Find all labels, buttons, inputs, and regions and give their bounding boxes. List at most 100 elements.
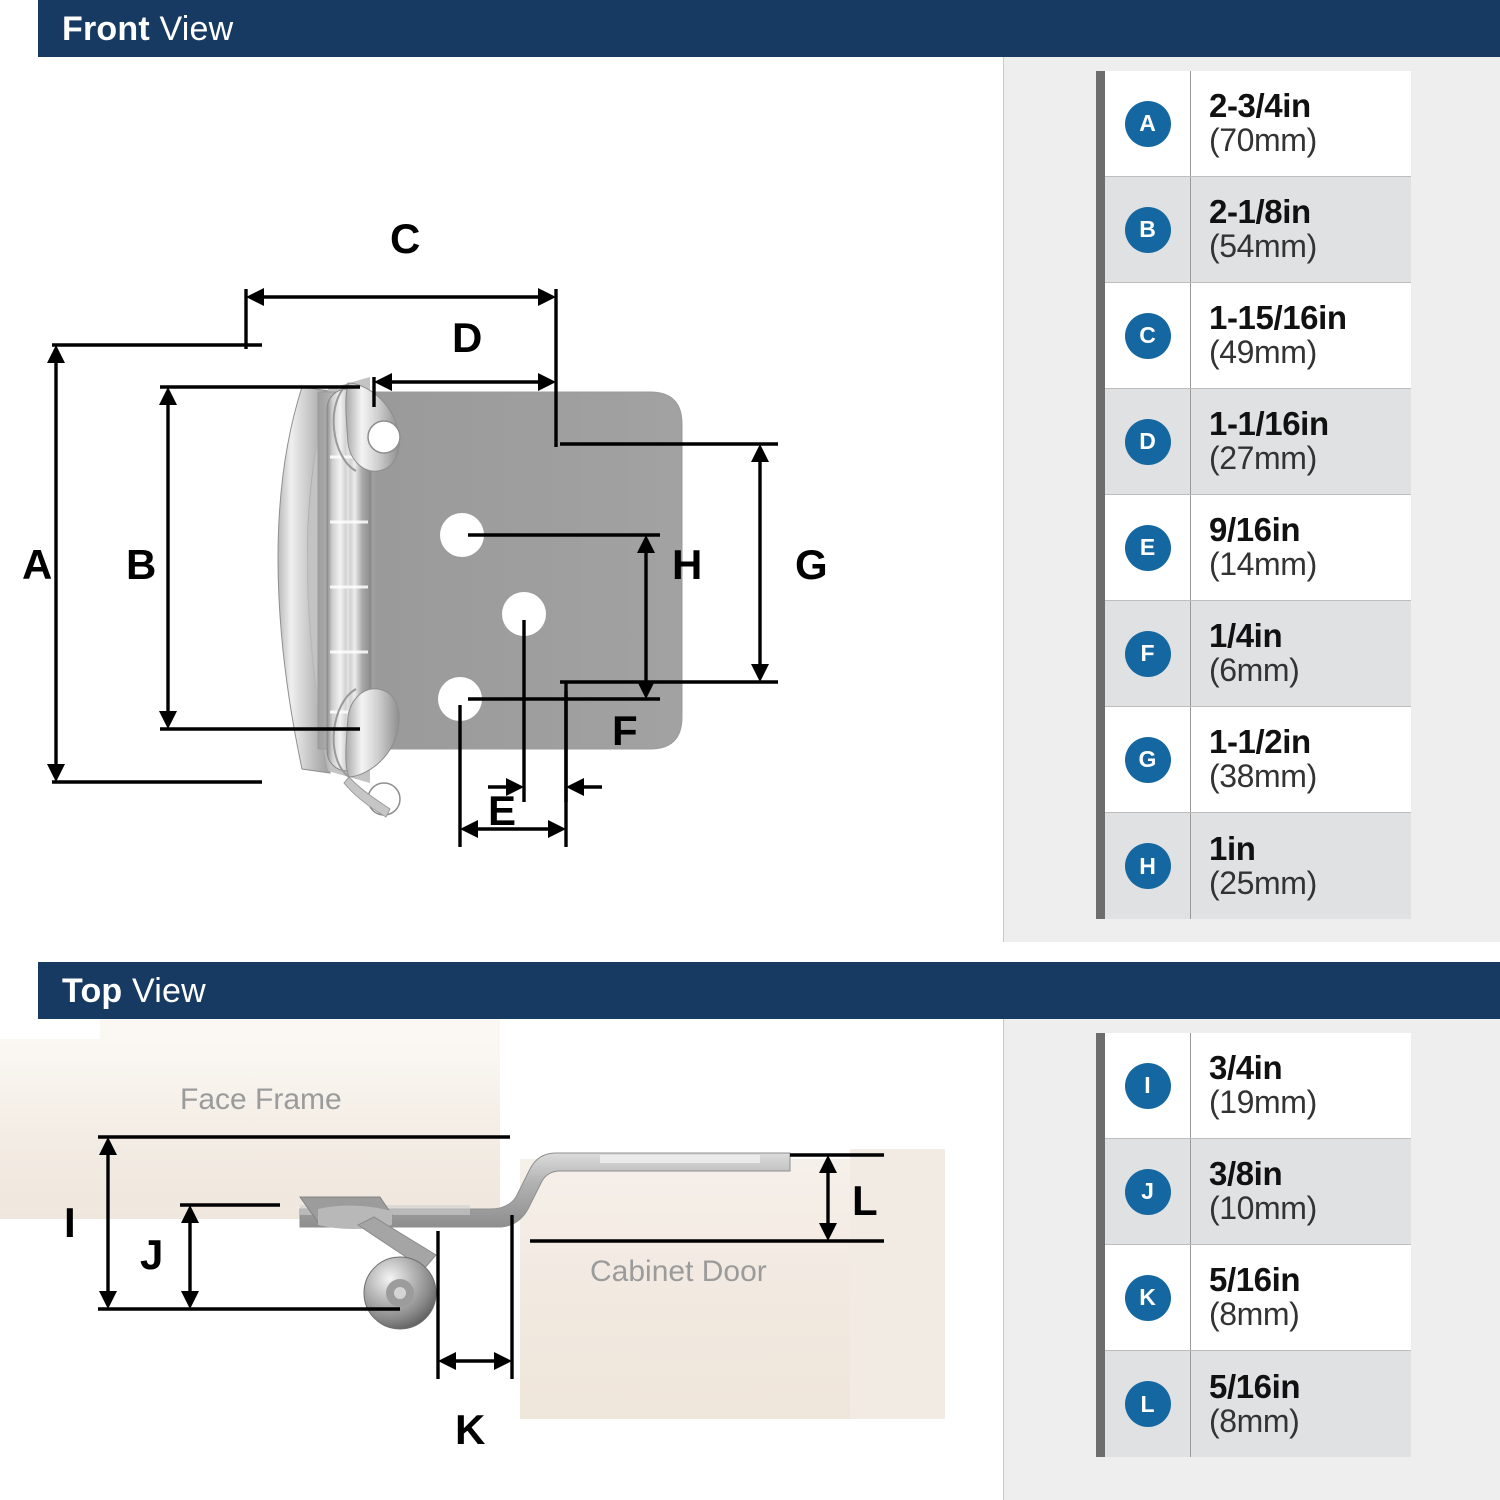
legend-value-inches: 1/4in (1209, 617, 1283, 655)
legend-badge-b: B (1124, 206, 1171, 253)
legend-value-mm: (6mm) (1209, 652, 1300, 689)
front-view-technical-drawing: A B C D E F G H (22, 215, 828, 847)
front-view-title-bold: Front (62, 9, 150, 48)
legend-badge-cell: L (1105, 1351, 1191, 1457)
dim-label-D: D (452, 314, 482, 361)
legend-value-mm: (10mm) (1209, 1190, 1317, 1227)
legend-value-cell: 1-1/2in(38mm) (1191, 707, 1411, 812)
top-view-title: Top View (62, 974, 206, 1008)
legend-value-mm: (19mm) (1209, 1084, 1317, 1121)
cabinet-door-label: Cabinet Door (590, 1255, 767, 1288)
legend-badge-i: I (1124, 1062, 1171, 1109)
legend-value-cell: 2-1/8in(54mm) (1191, 177, 1411, 282)
top-view-header: Top View (0, 962, 1500, 1019)
dim-label-L: L (852, 1177, 878, 1224)
dim-label-B: B (126, 541, 156, 588)
legend-value-mm: (8mm) (1209, 1296, 1300, 1333)
front-view-title: Front View (62, 12, 233, 46)
face-frame-label: Face Frame (180, 1083, 342, 1116)
legend-badge-a: A (1124, 100, 1171, 147)
legend-badge-h: H (1124, 843, 1171, 889)
legend-value-inches: 1-15/16in (1209, 299, 1347, 337)
dim-label-F: F (612, 707, 638, 754)
legend-value-inches: 3/4in (1209, 1049, 1283, 1087)
legend-badge-g: G (1124, 736, 1171, 783)
legend-badge-f: F (1124, 630, 1171, 677)
dim-label-A: A (22, 541, 52, 588)
legend-value-mm: (70mm) (1209, 122, 1317, 159)
front-legend-table: A 2-3/4in(70mm) B 2-1/8in(54mm) C 1-15/16in(4… (1096, 71, 1411, 919)
legend-value-mm: (49mm) (1209, 334, 1317, 371)
legend-value-cell: 9/16in(14mm) (1191, 495, 1411, 600)
dim-label-J: J (140, 1231, 163, 1278)
legend-value-inches: 1-1/2in (1209, 723, 1311, 761)
legend-value-inches: 5/16in (1209, 1261, 1301, 1299)
legend-value-mm: (27mm) (1209, 440, 1317, 477)
legend-badge-c: C (1124, 312, 1171, 359)
top-header-accent-block (0, 962, 38, 1019)
dim-label-C: C (390, 215, 420, 262)
legend-value-inches: 5/16in (1209, 1367, 1301, 1405)
legend-row-g: G 1-1/2in(38mm) (1105, 707, 1411, 813)
dim-label-G: G (795, 541, 828, 588)
legend-row-j: J 3/8in(10mm) (1105, 1139, 1411, 1245)
front-header-accent-block (0, 0, 38, 57)
legend-badge-cell: B (1105, 177, 1191, 282)
legend-badge-cell: I (1105, 1033, 1191, 1138)
legend-badge-cell: C (1105, 283, 1191, 388)
legend-row-c: C 1-15/16in(49mm) (1105, 283, 1411, 389)
legend-value-inches: 1in (1209, 829, 1256, 867)
dim-label-I: I (64, 1199, 76, 1246)
screw-hole-top (440, 513, 484, 557)
legend-badge-cell: A (1105, 71, 1191, 176)
top-view-title-rest: View (122, 971, 206, 1010)
front-dimension-letters: A B C D E F G H (22, 215, 828, 834)
top-dimension-lines (98, 1135, 884, 1379)
legend-value-cell: 3/8in(10mm) (1191, 1139, 1411, 1244)
dim-label-E: E (488, 787, 516, 834)
legend-badge-cell: E (1105, 495, 1191, 600)
top-view-wood-parts (0, 1019, 945, 1419)
legend-badge-k: K (1124, 1274, 1171, 1321)
front-view-header: Front View (0, 0, 1500, 57)
legend-value-inches: 2-1/8in (1209, 193, 1311, 231)
front-view-drawing-panel: A B C D E F G H (0, 57, 1003, 942)
screw-hole-middle (502, 592, 546, 636)
screw-hole-bottom (438, 677, 482, 721)
legend-row-h: H 1in(25mm) (1105, 813, 1411, 919)
legend-row-a: A 2-3/4in(70mm) (1105, 71, 1411, 177)
legend-row-d: D 1-1/16in(27mm) (1105, 389, 1411, 495)
legend-badge-cell: J (1105, 1139, 1191, 1244)
front-view-legend-panel: A 2-3/4in(70mm) B 2-1/8in(54mm) C 1-15/16in(4… (1003, 57, 1500, 942)
legend-value-inches: 2-3/4in (1209, 87, 1311, 125)
legend-value-cell: 1-15/16in(49mm) (1191, 283, 1411, 388)
legend-value-cell: 2-3/4in(70mm) (1191, 71, 1411, 176)
legend-value-mm: (38mm) (1209, 758, 1317, 795)
legend-badge-d: D (1124, 418, 1171, 465)
legend-value-mm: (54mm) (1209, 228, 1317, 265)
front-dimension-lines (47, 288, 778, 847)
legend-row-i: I 3/4in(19mm) (1105, 1033, 1411, 1139)
top-view-drawing-panel: I J K L Face Frame Cabinet Door (0, 1019, 1003, 1500)
legend-badge-cell: H (1105, 813, 1191, 919)
legend-value-cell: 3/4in(19mm) (1191, 1033, 1411, 1138)
top-view-title-bold: Top (62, 971, 123, 1010)
legend-row-k: K 5/16in(8mm) (1105, 1245, 1411, 1351)
legend-row-e: E 9/16in(14mm) (1105, 495, 1411, 601)
legend-value-inches: 9/16in (1209, 511, 1301, 549)
legend-value-inches: 1-1/16in (1209, 405, 1329, 443)
legend-badge-cell: G (1105, 707, 1191, 812)
dim-label-H: H (672, 541, 702, 588)
legend-badge-e: E (1124, 524, 1171, 571)
legend-value-cell: 5/16in(8mm) (1191, 1351, 1411, 1457)
legend-value-mm: (25mm) (1209, 864, 1317, 901)
legend-row-b: B 2-1/8in(54mm) (1105, 177, 1411, 283)
legend-badge-j: J (1124, 1168, 1171, 1215)
legend-value-cell: 1-1/16in(27mm) (1191, 389, 1411, 494)
legend-badge-cell: K (1105, 1245, 1191, 1350)
front-view-title-rest: View (149, 9, 234, 48)
